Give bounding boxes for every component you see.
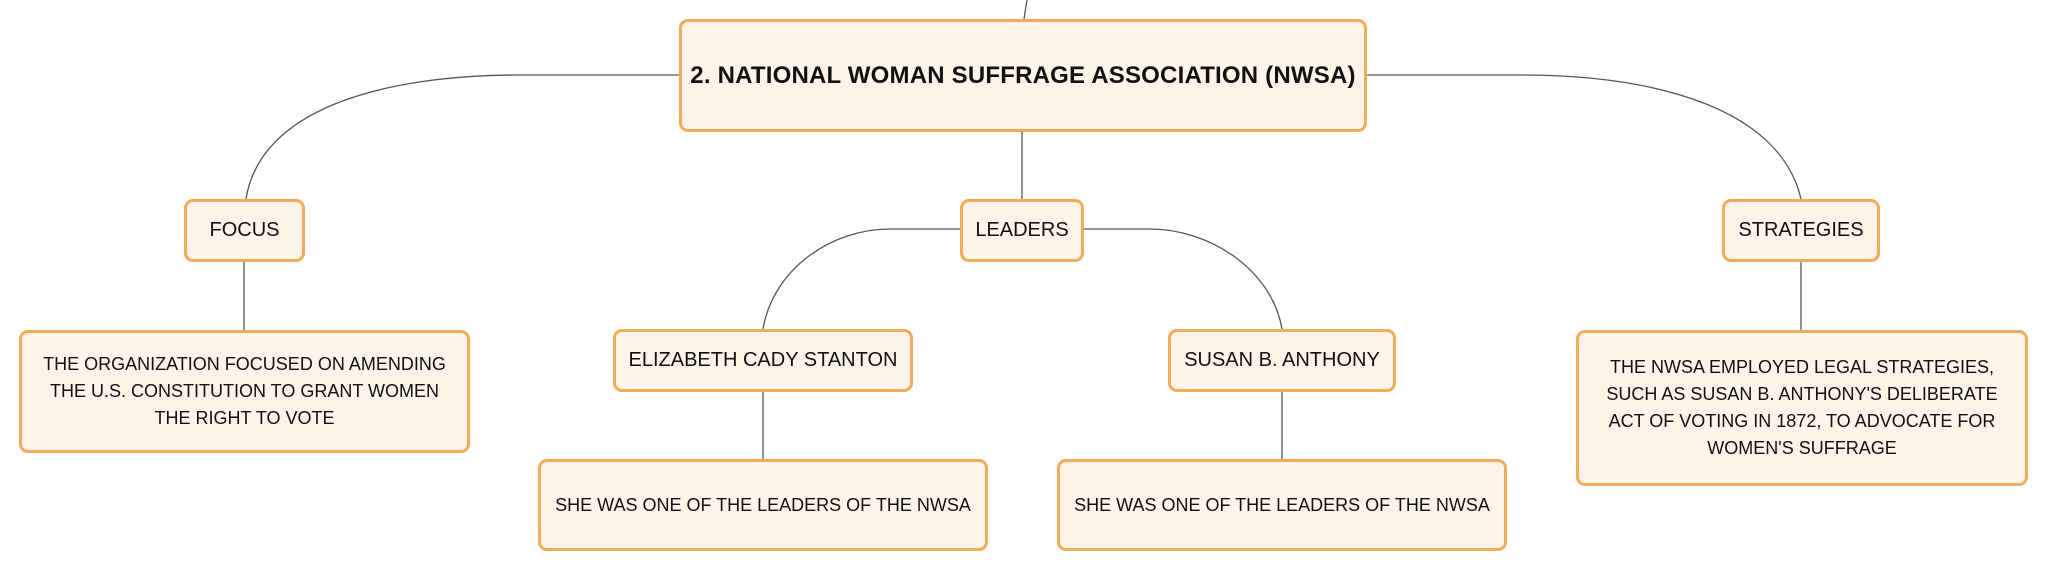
stanton-detail-text: SHE WAS ONE OF THE LEADERS OF THE NWSA (555, 494, 971, 515)
focus-detail-text: THE ORGANIZATION FOCUSED ON AMENDING THE… (43, 354, 446, 428)
strategies-label: STRATEGIES (1738, 219, 1864, 241)
connector-root-to-focus (245, 74, 679, 200)
leaders-label: LEADERS (975, 219, 1069, 241)
connector-leaders-to-anthony (1084, 228, 1283, 330)
connector-root-to-strategies (1367, 74, 1802, 200)
strategies-detail-node[interactable]: THE NWSA EMPLOYED LEGAL STRATEGIES, SUCH… (1576, 330, 2028, 486)
anthony-label: SUSAN B. ANTHONY (1184, 349, 1380, 371)
strategies-node[interactable]: STRATEGIES (1722, 199, 1880, 262)
root-topic-node[interactable]: 2. NATIONAL WOMAN SUFFRAGE ASSOCIATION (… (679, 19, 1367, 132)
stanton-node[interactable]: ELIZABETH CADY STANTON (613, 329, 913, 392)
anthony-node[interactable]: SUSAN B. ANTHONY (1168, 329, 1396, 392)
strategies-detail-text: THE NWSA EMPLOYED LEGAL STRATEGIES, SUCH… (1606, 357, 1998, 458)
stanton-label: ELIZABETH CADY STANTON (628, 349, 898, 371)
focus-node[interactable]: FOCUS (184, 199, 305, 262)
connector-parent-to-root (1023, 0, 1028, 20)
root-topic-label: 2. NATIONAL WOMAN SUFFRAGE ASSOCIATION (… (690, 61, 1356, 89)
anthony-detail-text: SHE WAS ONE OF THE LEADERS OF THE NWSA (1074, 494, 1490, 515)
anthony-detail-node[interactable]: SHE WAS ONE OF THE LEADERS OF THE NWSA (1057, 459, 1507, 551)
connector-leaders-to-stanton (762, 228, 960, 330)
focus-detail-node[interactable]: THE ORGANIZATION FOCUSED ON AMENDING THE… (19, 330, 470, 453)
stanton-detail-node[interactable]: SHE WAS ONE OF THE LEADERS OF THE NWSA (538, 459, 988, 551)
leaders-node[interactable]: LEADERS (960, 199, 1084, 262)
focus-label: FOCUS (209, 219, 280, 241)
